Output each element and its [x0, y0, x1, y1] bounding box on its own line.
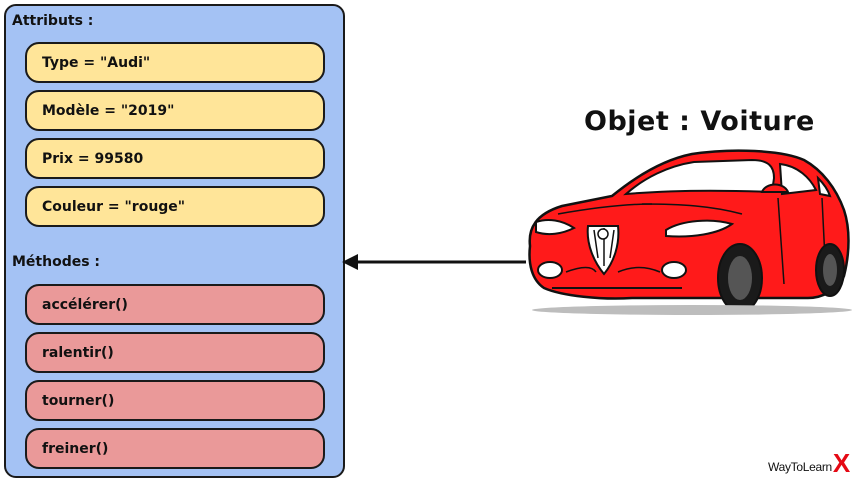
method-slow-down: ralentir(): [25, 332, 325, 373]
attributes-title: Attributs :: [12, 13, 94, 29]
logo-mark: X: [832, 448, 851, 478]
bumper-lines: [565, 266, 661, 273]
fog-light-left: [537, 261, 563, 279]
attribute-type: Type = "Audi": [25, 42, 325, 83]
attribute-price: Prix = 99580: [25, 138, 325, 179]
arrow-head: [342, 254, 358, 270]
car-illustration: [528, 149, 852, 315]
logo-text: WayToLearn: [768, 460, 832, 474]
headlight-right: [665, 219, 735, 238]
hood-line-right: [641, 203, 743, 215]
car-shadow: [532, 305, 852, 315]
fog-light-right: [661, 261, 687, 279]
method-accelerate: accélérer(): [25, 284, 325, 325]
windshield: [623, 158, 776, 196]
attribute-color: Couleur = "rouge": [25, 186, 325, 227]
link-arrow: [342, 254, 526, 270]
methods-title: Méthodes :: [12, 254, 101, 270]
headlight-left: [535, 219, 576, 236]
side-window: [778, 162, 818, 196]
front-rim: [728, 256, 752, 300]
object-title: Objet : Voiture: [584, 106, 815, 137]
badge: [597, 228, 609, 240]
rear-rim: [823, 254, 837, 286]
side-mirror: [760, 183, 790, 193]
method-brake: freiner(): [25, 428, 325, 469]
attribute-model: Modèle = "2019": [25, 90, 325, 131]
method-turn: tourner(): [25, 380, 325, 421]
brand-logo: WayToLearn X: [768, 448, 851, 478]
rear-window: [816, 175, 832, 198]
class-panel: Attributs : Type = "Audi" Modèle = "2019…: [4, 4, 345, 478]
